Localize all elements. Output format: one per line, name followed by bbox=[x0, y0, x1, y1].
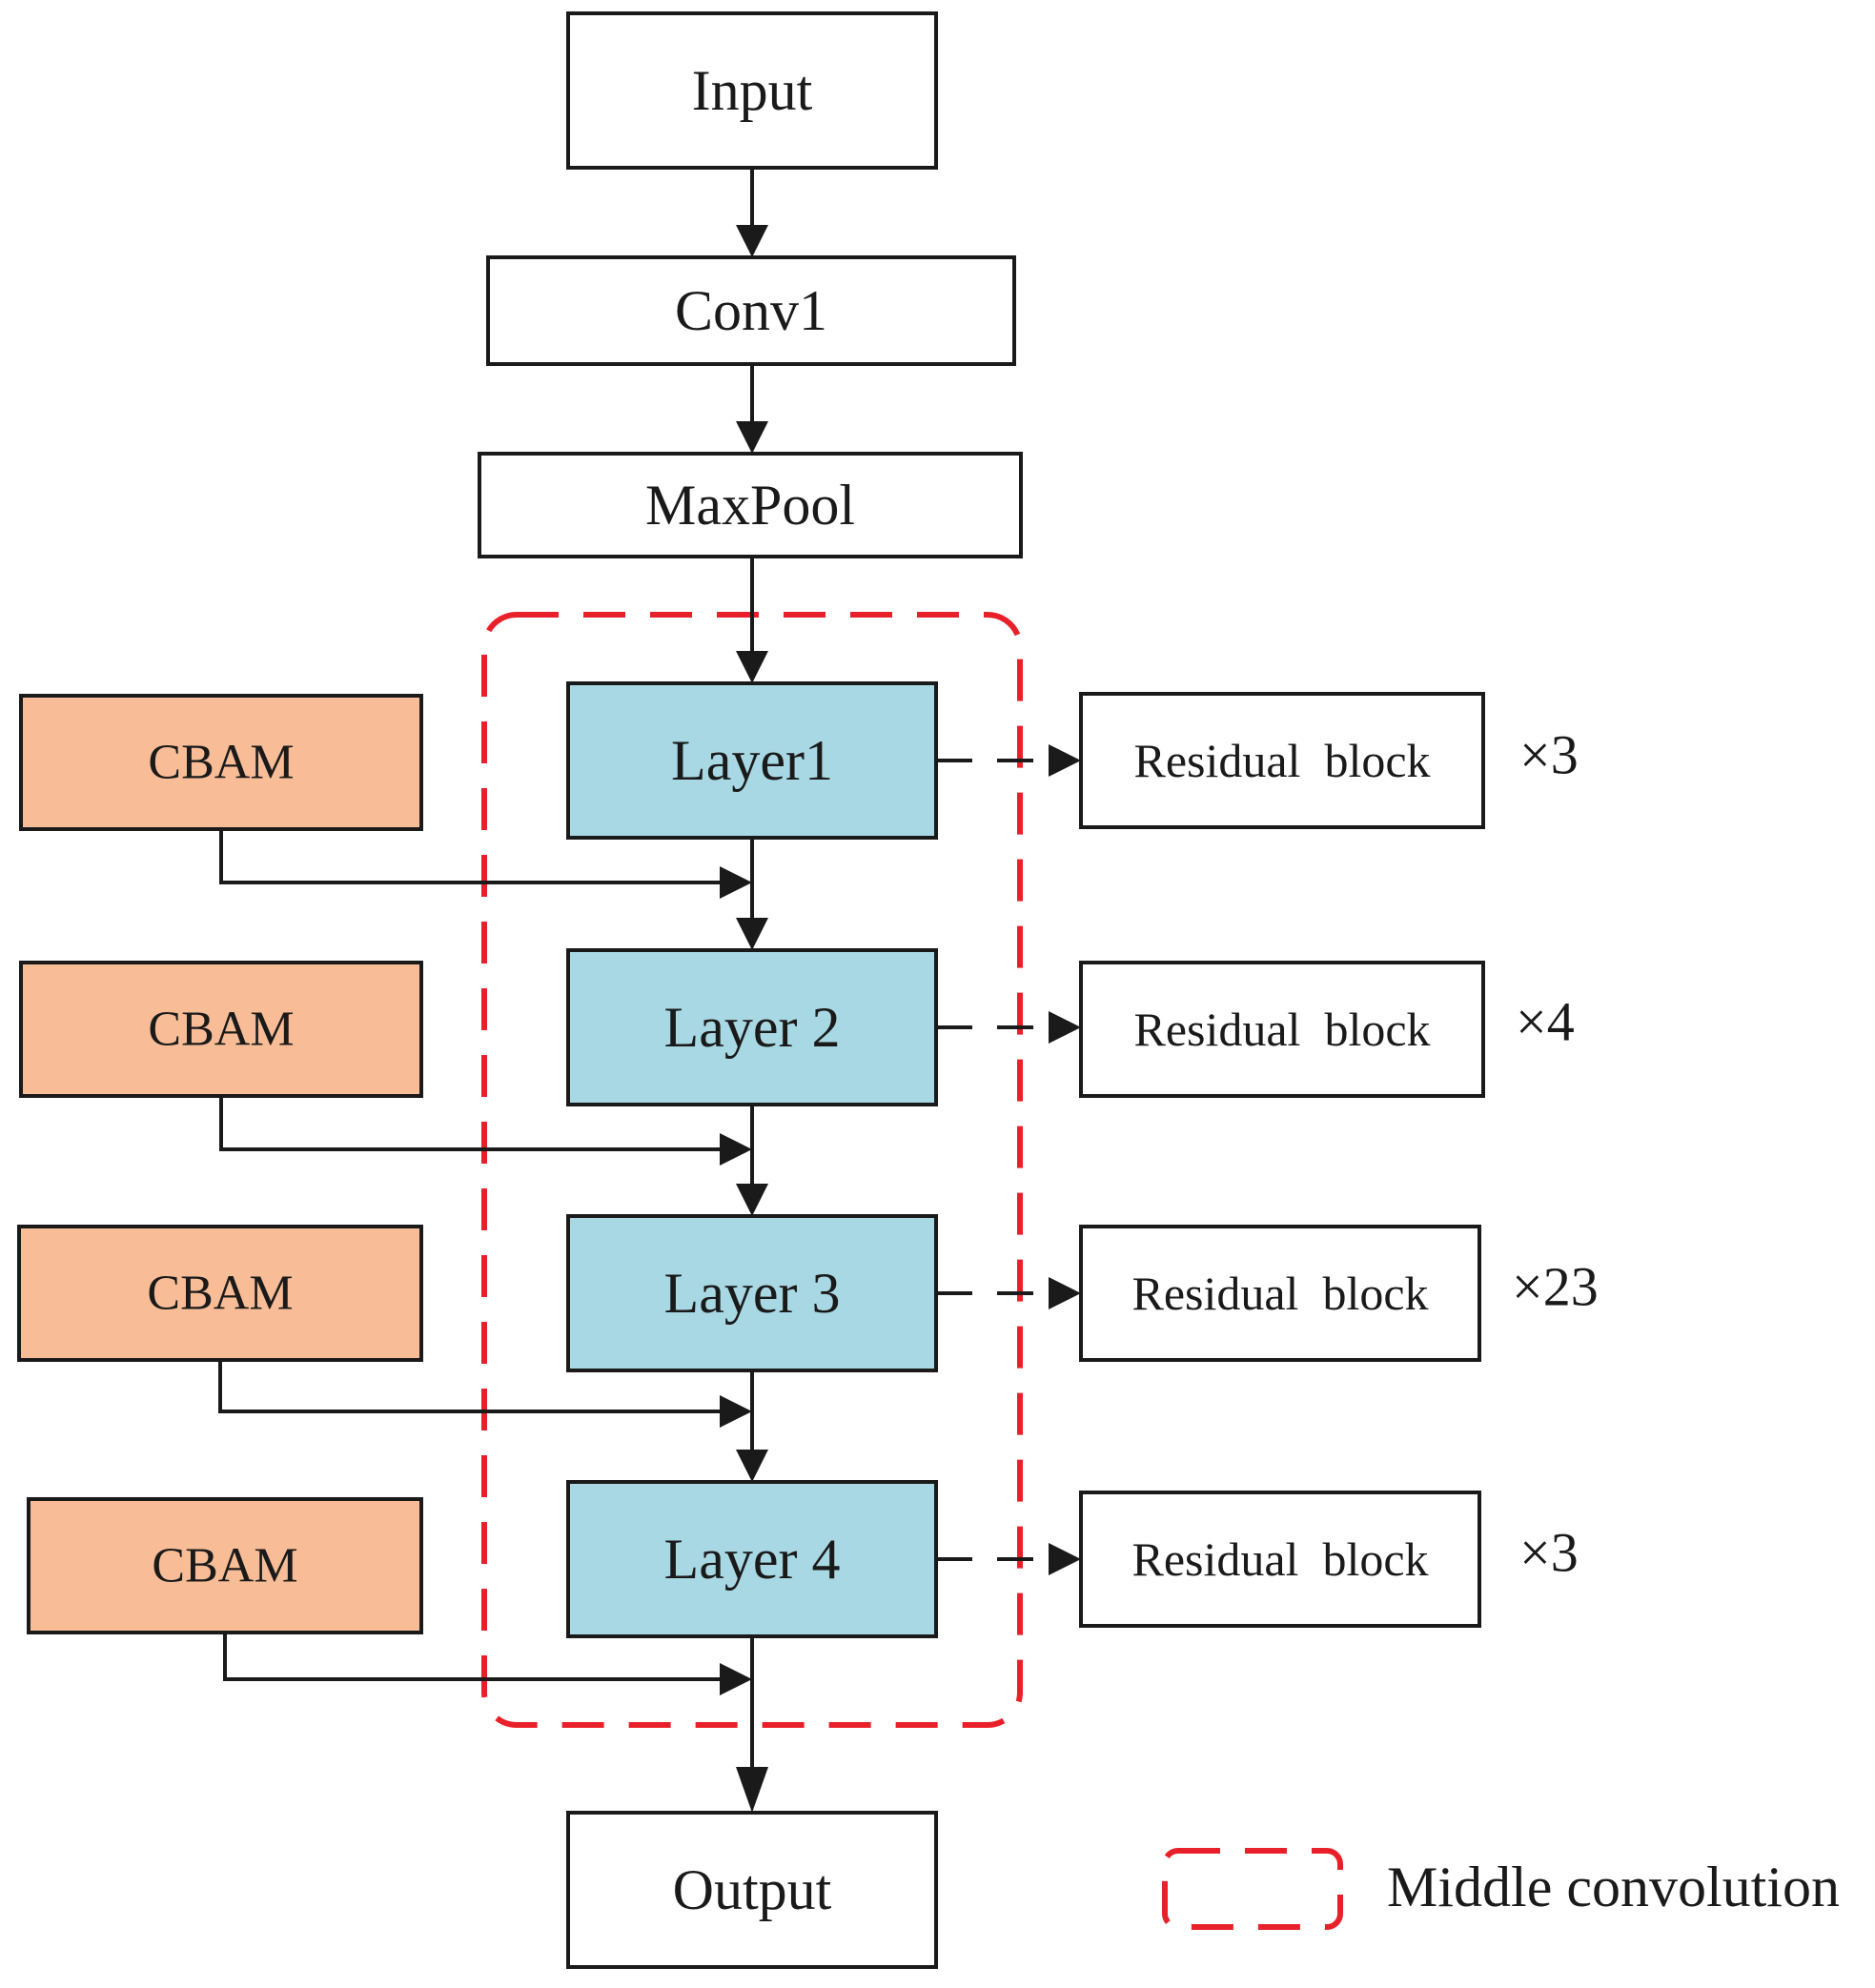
layer-4-label: Layer 4 bbox=[664, 1528, 841, 1591]
layer-4-node: Layer 4 bbox=[566, 1480, 938, 1638]
cbam-node-1: CBAM bbox=[19, 694, 423, 831]
residual-label-1: Residual block bbox=[1133, 734, 1430, 787]
multiplier-3: ×23 bbox=[1512, 1256, 1599, 1318]
residual-label-3: Residual block bbox=[1131, 1267, 1428, 1320]
main-flow-arrows bbox=[736, 168, 768, 1813]
residual-block-4: Residual block bbox=[1079, 1491, 1481, 1628]
legend: Middle convolution bbox=[1162, 1848, 1840, 1930]
output-node: Output bbox=[566, 1811, 938, 1969]
cbam-label-1: CBAM bbox=[148, 736, 294, 790]
cbam-label-4: CBAM bbox=[152, 1539, 297, 1593]
layer-2-label: Layer 2 bbox=[664, 996, 841, 1059]
arrowhead-layer3 bbox=[736, 1184, 768, 1216]
cbam-connector-1 bbox=[219, 829, 722, 884]
multiplier-1: ×3 bbox=[1519, 724, 1579, 786]
residual-arrowhead-2 bbox=[1049, 1011, 1081, 1044]
output-label: Output bbox=[673, 1858, 832, 1921]
residual-arrowhead-3 bbox=[1049, 1277, 1081, 1309]
residual-block-3: Residual block bbox=[1079, 1225, 1481, 1362]
maxpool-node: MaxPool bbox=[478, 452, 1023, 558]
input-label: Input bbox=[692, 59, 813, 122]
input-node: Input bbox=[566, 11, 938, 170]
cbam-arrowheads bbox=[720, 866, 752, 1695]
cbam-label-2: CBAM bbox=[148, 1003, 294, 1057]
layer-1-label: Layer1 bbox=[671, 729, 833, 792]
residual-label-4: Residual block bbox=[1131, 1532, 1428, 1586]
residual-arrowhead-1 bbox=[1049, 744, 1081, 777]
residual-arrowhead-4 bbox=[1049, 1543, 1081, 1575]
residual-arrowheads bbox=[1049, 744, 1081, 1575]
layer-3-node: Layer 3 bbox=[566, 1214, 938, 1372]
maxpool-label: MaxPool bbox=[645, 474, 855, 537]
legend-dashed-swatch bbox=[1162, 1848, 1343, 1930]
cbam-node-2: CBAM bbox=[19, 961, 423, 1098]
arrowhead-layer2 bbox=[736, 918, 768, 950]
cbam-connector-4 bbox=[223, 1633, 722, 1681]
residual-block-2: Residual block bbox=[1079, 961, 1485, 1098]
arrowhead-maxpool bbox=[736, 421, 768, 454]
arrowhead-layer4 bbox=[736, 1450, 768, 1482]
cbam-arrowhead-1 bbox=[720, 866, 752, 899]
cbam-label-3: CBAM bbox=[147, 1267, 293, 1321]
cbam-connector-2 bbox=[219, 1096, 722, 1151]
arrowhead-conv1 bbox=[736, 225, 768, 257]
arrowhead-output bbox=[736, 1767, 768, 1813]
cbam-connector-3 bbox=[218, 1360, 722, 1413]
cbam-node-3: CBAM bbox=[17, 1225, 423, 1362]
cbam-node-4: CBAM bbox=[27, 1497, 423, 1634]
conv1-label: Conv1 bbox=[675, 279, 827, 342]
conv1-node: Conv1 bbox=[486, 255, 1016, 366]
arrowhead-layer1 bbox=[736, 651, 768, 683]
cbam-connectors bbox=[218, 829, 722, 1681]
multiplier-4: ×3 bbox=[1519, 1522, 1579, 1584]
cbam-arrowhead-4 bbox=[720, 1663, 752, 1695]
residual-label-2: Residual block bbox=[1133, 1003, 1430, 1056]
layer-1-node: Layer1 bbox=[566, 681, 938, 840]
layer-3-label: Layer 3 bbox=[664, 1262, 841, 1325]
legend-label: Middle convolution bbox=[1387, 1856, 1840, 1918]
multiplier-2: ×4 bbox=[1516, 991, 1575, 1053]
layer-2-node: Layer 2 bbox=[566, 948, 938, 1106]
cbam-arrowhead-3 bbox=[720, 1395, 752, 1428]
residual-block-1: Residual block bbox=[1079, 692, 1485, 829]
residual-connectors bbox=[936, 759, 1049, 1561]
cbam-arrowhead-2 bbox=[720, 1133, 752, 1166]
